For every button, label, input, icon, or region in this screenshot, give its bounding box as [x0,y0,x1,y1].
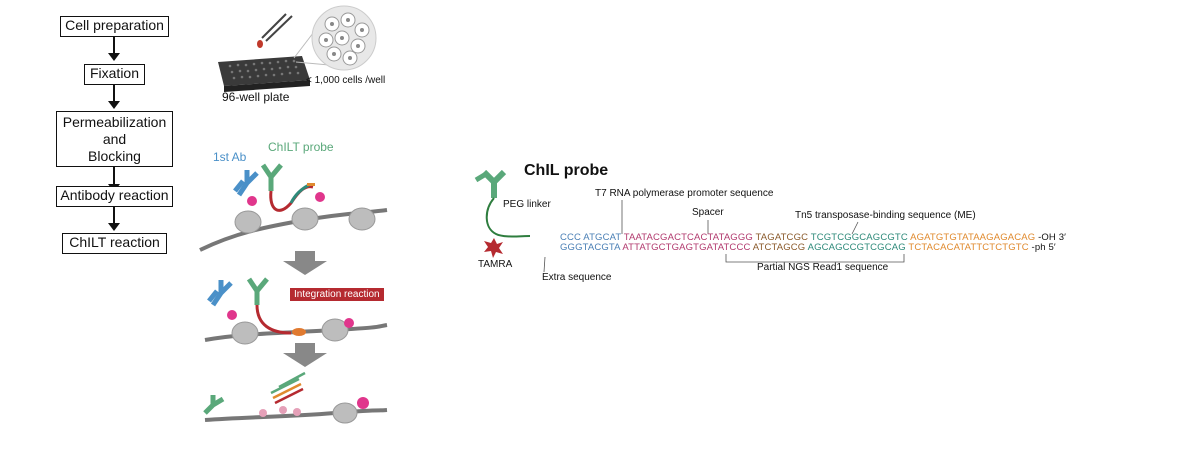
plate-label: 96-well plate [222,90,290,104]
top-spacer-seq: TAGATCGC [755,232,809,243]
bottom-t7-seq: ATTATGCTGAGTGATATCCC [622,242,751,253]
top-t7-seq: TAATACGACTCACTATAGGG [623,232,753,243]
step-antibody-reaction: Antibody reaction [56,186,173,207]
flow-arrow [108,207,120,231]
probe-title: ChIL probe [524,162,609,179]
top-end-mark: -OH 3′ [1038,232,1067,243]
flow-arrow [108,37,120,61]
flow-arrow [108,167,120,192]
probe-structure-illustration [470,169,570,270]
step-cell-preparation: Cell preparation [60,16,169,37]
bottom-ngs-seq: AGCAGCCGTCGCAG [807,242,906,253]
tn5-me-label: Tn5 transposase-binding sequence (ME) [795,210,976,221]
top-strand: CCC ATGCAT TAATACGACTCACTATAGGG TAGATCGC… [560,232,1066,243]
extra-sequence-label: Extra sequence [542,272,612,283]
mechanism-illustration [195,155,395,445]
first-antibody-label: 1st Ab [213,150,247,164]
top-ngs-seq: TCGTCGGCAGCGTC [810,232,908,243]
bottom-extra-seq: GGGTACGTA [560,242,621,253]
top-me-seq: AGATGTGTATAAGAGACAG [910,232,1036,243]
ngs-read1-label: Partial NGS Read1 sequence [757,262,889,273]
flow-arrow [108,85,120,109]
plate-graphic [218,5,377,92]
nucleosome-icon [234,207,376,234]
cells-per-well-label: < 1,000 cells /well [306,75,386,86]
bottom-strand: GGGTACGTA ATTATGCTGAGTGATATCCC ATCTAGCG … [560,242,1056,253]
annotation-connectors [543,200,905,273]
integration-reaction-badge: Integration reaction [290,288,384,301]
bottom-spacer-seq: ATCTAGCG [752,242,806,253]
step-permeabilization: Permeabilization and Blocking [56,111,173,167]
spacer-label: Spacer [692,207,724,218]
plate-illustration [200,0,400,120]
t7-promoter-label: T7 RNA polymerase promoter sequence [595,188,774,199]
bottom-me-seq: TCTACACATATTCTCTGTC [908,242,1029,253]
tamra-star-icon [484,238,503,258]
top-extra-seq: CCC ATGCAT [560,232,622,243]
step-chilt-reaction: ChILT reaction [62,233,167,254]
bottom-end-mark: -ph 5′ [1031,242,1056,253]
chilt-probe-label: ChILT probe [268,140,334,154]
step-fixation: Fixation [84,64,145,85]
probe-graphic [474,169,531,258]
peg-linker-label: PEG linker [503,199,551,210]
mechanism-graphic [199,163,388,424]
tamra-label: TAMRA [478,259,513,270]
